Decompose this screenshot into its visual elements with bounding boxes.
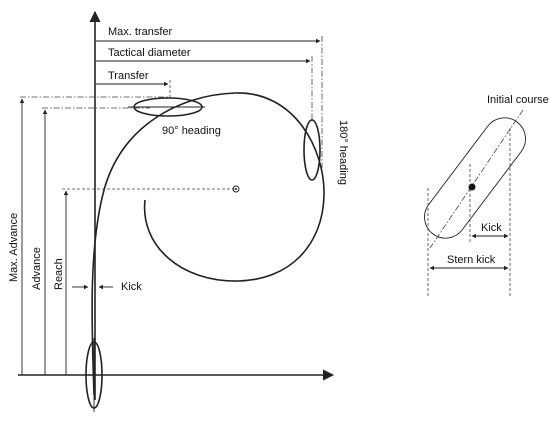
kick-label: Kick [121,281,142,293]
transfer-dimensions [96,36,323,170]
advance-label: Advance [31,247,43,290]
tactical-diameter-label: Tactical diameter [108,47,191,59]
initial-course-line [429,109,524,249]
circle-centre-marker [232,185,240,193]
max-transfer-label: Max. transfer [108,26,173,38]
inset-kick-label: Kick [481,222,502,234]
circle-centre-dot [235,188,237,190]
axes [18,10,335,400]
heading-180-label: 180° heading [337,120,349,185]
inset-pivot-point [468,183,476,191]
ship-at-180-heading [303,119,321,181]
initial-course-label: Initial course [487,94,549,106]
max-advance-label: Max. Advance [8,213,20,282]
inset-ship-hull [424,117,526,239]
heading-90-label: 90° heading [162,125,221,137]
turning-track [91,92,325,396]
transfer-label: Transfer [108,70,149,82]
advance-dimensions [19,96,236,375]
stern-kick-label: Stern kick [447,254,496,266]
inset-kick-diagram: Initial course Kick Stern kick [424,94,549,296]
reach-label: Reach [53,258,65,290]
